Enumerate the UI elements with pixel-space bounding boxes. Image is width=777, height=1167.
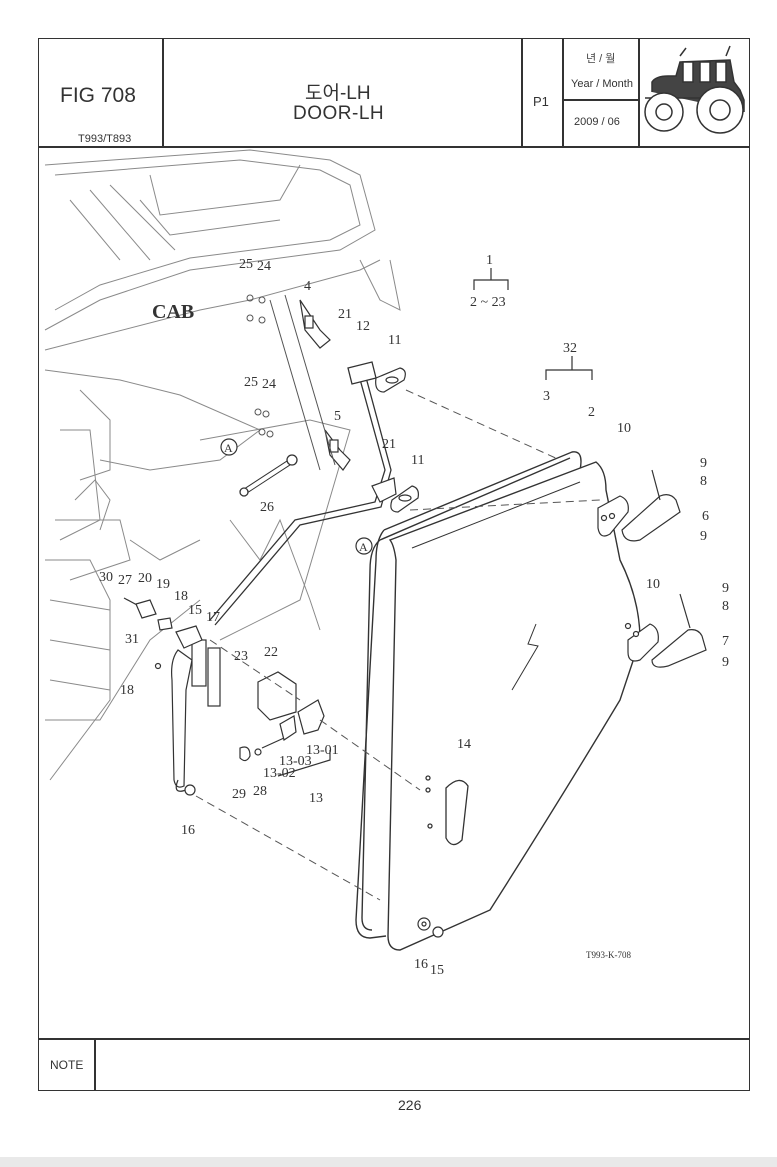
part-label: 26 <box>260 500 274 515</box>
part-label: 6 <box>702 509 709 524</box>
hinge-bracket-lower <box>324 429 351 471</box>
cab-frame-sketch <box>44 149 401 781</box>
assembly-brackets <box>277 268 593 777</box>
door-hinge-upper <box>597 469 681 542</box>
callout-a-lower: A <box>355 537 373 555</box>
header-divider-3 <box>562 38 564 147</box>
title-english: DOOR-LH <box>293 103 385 124</box>
part-label: 11 <box>388 333 401 348</box>
part-label: 23 <box>234 649 248 664</box>
hinge-rail <box>246 294 336 471</box>
door-stay-rod <box>209 361 392 626</box>
door-handle <box>425 775 469 846</box>
part-label: 18 <box>174 589 188 604</box>
year-month-english: Year / Month <box>571 78 633 90</box>
part-label: 32 <box>563 341 577 356</box>
part-label: 24 <box>257 259 271 274</box>
part-label: 25 <box>239 257 253 272</box>
part-label: 9 <box>700 529 707 544</box>
part-label: 8 <box>722 599 729 614</box>
assembly-reference-lines <box>195 389 601 901</box>
part-label: 12 <box>356 319 370 334</box>
rubber-pad-lower <box>371 477 419 513</box>
part-label: 21 <box>338 307 352 322</box>
part-label: 2 <box>588 405 595 420</box>
part-label: 22 <box>264 645 278 660</box>
revision-date: 2009 / 06 <box>574 116 620 128</box>
page-code: P1 <box>533 94 549 109</box>
tractor-icon <box>644 45 745 134</box>
part-label: 21 <box>382 437 396 452</box>
page-frame <box>38 38 750 1091</box>
part-label: 28 <box>253 784 267 799</box>
part-label: 29 <box>232 787 246 802</box>
part-label: 24 <box>262 377 276 392</box>
part-label: 16 <box>414 957 428 972</box>
part-label: 17 <box>206 610 220 625</box>
part-label: 15 <box>188 603 202 618</box>
note-label: NOTE <box>50 1058 84 1072</box>
part-label: 13 <box>309 791 323 806</box>
part-label: 9 <box>700 456 707 471</box>
part-label: 27 <box>118 573 132 588</box>
part-label: 11 <box>411 453 424 468</box>
drawing-code: T993-K-708 <box>586 950 631 960</box>
year-month-korean: 년 / 월 <box>586 53 616 65</box>
page-number: 226 <box>398 1097 422 1113</box>
date-row-line <box>562 99 639 101</box>
header-divider-4 <box>638 38 640 147</box>
part-label: 3 <box>543 389 550 404</box>
callout-a-upper-label: A <box>224 441 233 455</box>
model-codes: T993/T893 <box>78 133 132 145</box>
door-hinge-lower <box>624 593 707 668</box>
part-label: 30 <box>99 570 113 585</box>
drawing-bottom-line <box>38 1038 750 1040</box>
part-label: 13-02 <box>263 766 296 781</box>
figure-number: FIG 708 <box>60 84 136 107</box>
part-label: 9 <box>722 581 729 596</box>
latch-assembly <box>123 597 325 796</box>
note-divider <box>94 1038 96 1091</box>
part-label: 8 <box>700 474 707 489</box>
part-label: 14 <box>457 737 471 752</box>
part-label: 9 <box>722 655 729 670</box>
part-label: 25 <box>244 375 258 390</box>
washer-nut-bottom <box>417 917 444 938</box>
scan-edge <box>0 1157 777 1167</box>
part-number-labels: 2 3 4 5 6 7 8 8 9 9 9 9 10 10 11 11 12 1… <box>99 257 729 978</box>
header-bottom-line <box>38 146 750 148</box>
title-korean: 도어-LH <box>305 83 371 104</box>
assembly-range: 2 ~ 23 <box>470 295 506 310</box>
part-label: 5 <box>334 409 341 424</box>
rubber-pad-upper <box>375 367 406 393</box>
part-label: 15 <box>430 963 444 978</box>
part-label: 18 <box>120 683 134 698</box>
hinge-bracket-upper <box>299 299 331 349</box>
callout-a-upper: A <box>220 438 238 456</box>
cab-label: CAB <box>152 301 194 323</box>
part-label: 20 <box>138 571 152 586</box>
part-label: 10 <box>617 421 631 436</box>
part-label: 10 <box>646 577 660 592</box>
part-label: 19 <box>156 577 170 592</box>
header-divider-2 <box>521 38 523 147</box>
part-label: 7 <box>722 634 729 649</box>
door-seal <box>355 451 582 939</box>
callout-a-lower-label: A <box>359 540 368 554</box>
part-label: 13-03 <box>279 754 312 769</box>
gas-strut <box>239 454 298 497</box>
part-label: 4 <box>304 279 311 294</box>
header-divider-1 <box>162 38 164 147</box>
part-label: 31 <box>125 632 139 647</box>
part-label: 16 <box>181 823 195 838</box>
assembly-number: 1 <box>486 253 493 268</box>
part-label: 13-01 <box>306 743 339 758</box>
